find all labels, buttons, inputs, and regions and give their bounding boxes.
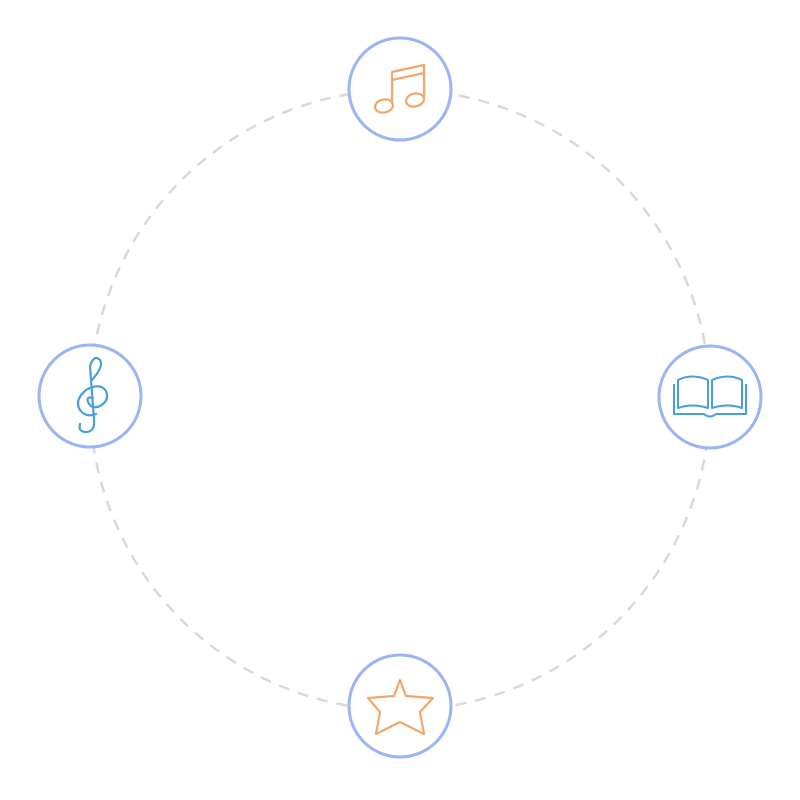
node-bottom[interactable] [347,653,453,759]
treble-clef-icon [76,356,109,434]
node-top[interactable] [347,36,453,142]
open-book-icon [673,375,747,418]
node-right[interactable] [657,344,763,450]
star-icon [366,678,435,736]
node-left[interactable] [37,343,143,449]
dashed-orbit-ring [88,88,712,712]
music-note-icon [373,63,426,114]
